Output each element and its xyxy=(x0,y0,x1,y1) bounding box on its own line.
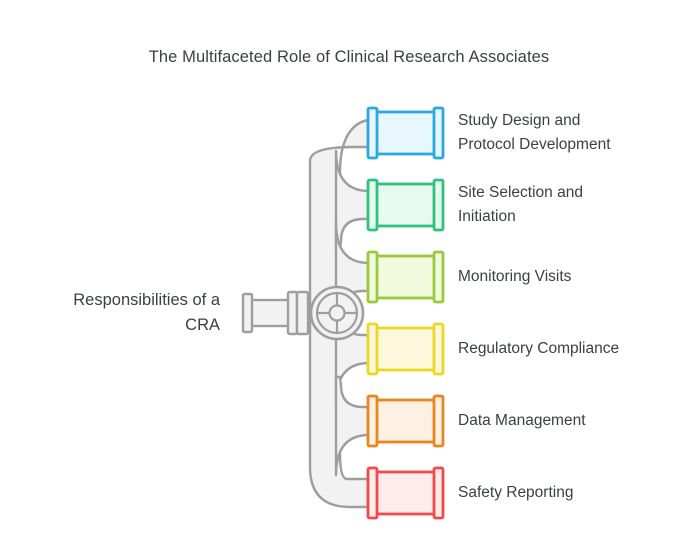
root-label-line-2: CRA xyxy=(185,316,220,334)
branch-label-4: Regulatory Compliance xyxy=(458,337,690,361)
branch-label-6: Safety Reporting xyxy=(458,481,690,505)
root-label-line-1: Responsibilities of a xyxy=(73,291,220,309)
pipe-group xyxy=(366,106,445,520)
root-node-label: Responsibilities of a CRA xyxy=(20,288,220,338)
pipe-segment-red[interactable] xyxy=(366,466,445,520)
branch-label-3: Monitoring Visits xyxy=(458,265,690,289)
valve-wheel-icon xyxy=(241,285,365,341)
inlet-pipe xyxy=(241,290,310,336)
branch-label-line-1: Study Design and xyxy=(458,112,581,129)
branch-label-line-1: Data Management xyxy=(458,412,586,429)
pipe-segment-green[interactable] xyxy=(366,178,445,232)
branch-label-line-1: Site Selection and xyxy=(458,184,583,201)
branch-label-line-2: Protocol Development xyxy=(458,136,611,153)
pipe-segment-yellow[interactable] xyxy=(366,322,445,376)
pipe-segment-orange[interactable] xyxy=(366,394,445,448)
page-title: The Multifaceted Role of Clinical Resear… xyxy=(148,48,550,66)
branch-label-line-1: Safety Reporting xyxy=(458,484,574,501)
branch-label-line-1: Monitoring Visits xyxy=(458,268,572,285)
branch-label-5: Data Management xyxy=(458,409,690,433)
pipe-segment-blue[interactable] xyxy=(366,106,445,160)
pipe-segment-lime[interactable] xyxy=(366,250,445,304)
branch-label-line-1: Regulatory Compliance xyxy=(458,340,620,357)
branch-label-line-2: Initiation xyxy=(458,208,516,225)
